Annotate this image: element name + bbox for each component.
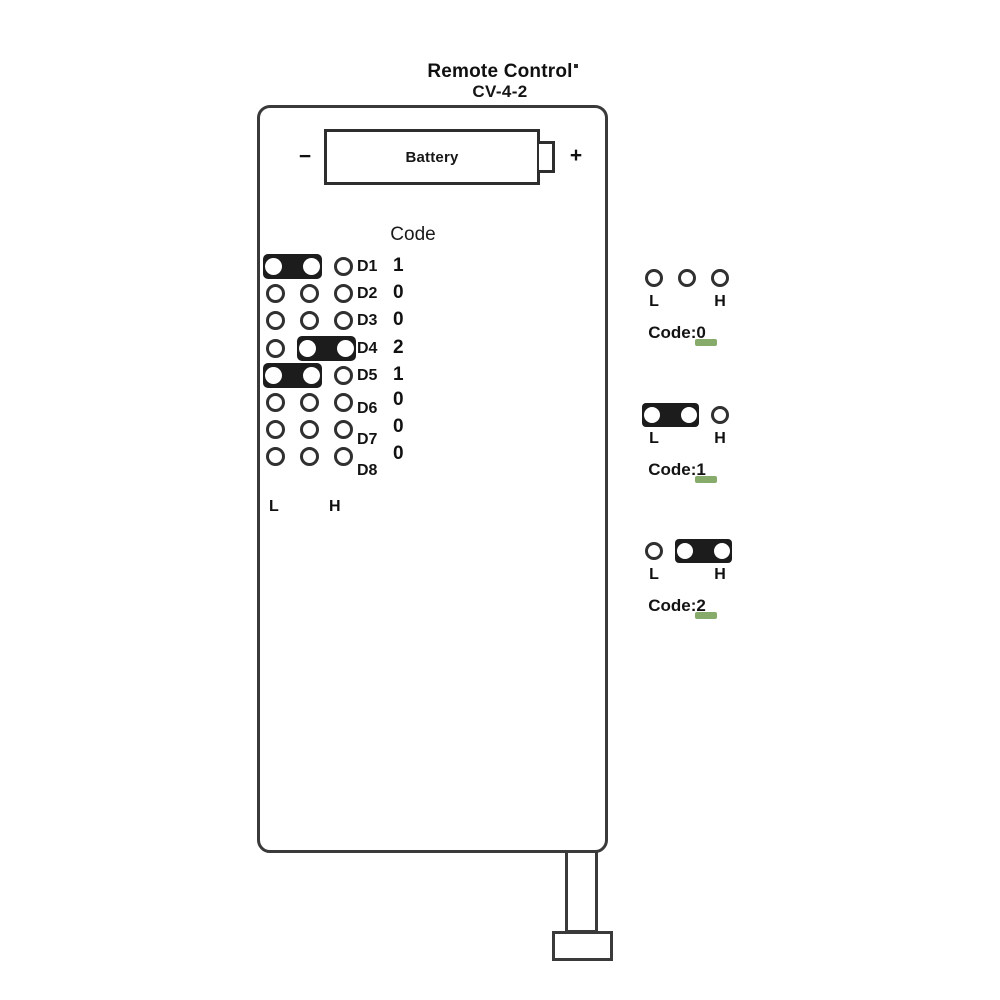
dip-pin-d7-c2[interactable] [300,420,319,440]
legend-high-label-code1: H [714,430,726,447]
legend-low-label-code1: L [649,430,659,447]
scan-artifact-speck [574,64,578,68]
dip-pin-d2-c3[interactable] [334,284,353,304]
dip-pin-d2-c1[interactable] [266,284,285,304]
model-number: CV-4-2 [472,82,528,101]
dip-pin-d1-c3[interactable] [334,257,353,276]
dip-pin-d2-c2[interactable] [300,284,319,304]
scan-artifact-smudge [695,612,717,619]
jumper-hole [303,366,320,384]
dip-pin-d7-c1[interactable] [266,420,285,440]
jumper-hole [681,407,697,423]
dip-label-d5: D5 [357,366,378,384]
legend-caption-code2: Code:2 [648,596,706,615]
antenna-stem [565,851,598,933]
dip-label-d8: D8 [357,462,378,480]
dip-pin-d6-c1[interactable] [266,393,285,412]
dip-pin-d3-c2[interactable] [300,311,319,331]
dip-pin-d3-c1[interactable] [266,311,285,331]
dip-label-d1: D1 [357,258,378,275]
remote-body-outline [257,105,608,853]
legend-caption-code1: Code:1 [648,460,706,479]
jumper-hole [299,339,316,357]
matrix-low-label: L [269,498,279,515]
battery-case: Battery [324,129,540,185]
dip-label-d6: D6 [357,400,378,417]
legend-pin-code0-c2 [678,269,696,287]
dip-pin-d5-c3[interactable] [334,365,353,385]
dip-label-d3: D3 [357,312,378,330]
jumper-hole [265,366,282,384]
jumper-hole [265,258,282,275]
jumper-hole [677,543,693,559]
jumper-hole [303,258,320,275]
battery-positive-nub [539,141,555,173]
legend-pin-code0-c3 [711,269,729,287]
legend-pin-code1-c3 [711,406,729,424]
dip-jumper-d1[interactable] [263,254,322,279]
code-value-d8: 0 [393,443,404,465]
dip-jumper-d5[interactable] [263,362,322,388]
dip-label-d7: D7 [357,431,378,449]
battery-negative-terminal: − [298,145,312,168]
code-value-d1: 1 [393,255,404,276]
dip-pin-d7-c3[interactable] [334,420,353,440]
page-title: Remote Control [427,61,573,82]
legend-jumper-code2 [675,539,732,563]
legend-jumper-code1 [642,403,699,427]
code-value-d5: 1 [393,363,404,385]
dip-label-d2: D2 [357,285,378,303]
code-heading: Code [390,224,436,245]
scan-artifact-smudge [695,339,717,346]
battery-label: Battery [405,148,459,166]
jumper-hole [644,407,660,423]
antenna-base [552,931,613,961]
jumper-hole [337,339,354,357]
legend-caption-code0: Code:0 [648,323,706,342]
legend-pin-code0-c1 [645,269,663,287]
code-value-d4: 2 [393,336,404,358]
legend-low-label-code0: L [649,293,659,310]
code-value-d6: 0 [393,389,404,410]
scan-artifact-smudge [695,476,717,483]
battery-positive-terminal: + [569,144,583,167]
dip-pin-d6-c2[interactable] [300,393,319,412]
dip-pin-d8-c3[interactable] [334,447,353,467]
dip-jumper-d4[interactable] [297,335,356,361]
jumper-hole [714,543,730,559]
matrix-high-label: H [329,498,341,515]
dip-pin-d4-c1[interactable] [266,338,285,358]
legend-low-label-code2: L [649,566,659,583]
dip-pin-d3-c3[interactable] [334,311,353,331]
legend-high-label-code2: H [714,566,726,583]
code-value-d7: 0 [393,416,404,438]
code-value-d2: 0 [393,282,404,304]
dip-pin-d8-c1[interactable] [266,447,285,467]
legend-pin-code2-c1 [645,542,663,560]
dip-pin-d8-c2[interactable] [300,447,319,467]
dip-label-d4: D4 [357,339,378,357]
code-value-d3: 0 [393,309,404,331]
legend-high-label-code0: H [714,293,726,310]
dip-pin-d6-c3[interactable] [334,393,353,412]
